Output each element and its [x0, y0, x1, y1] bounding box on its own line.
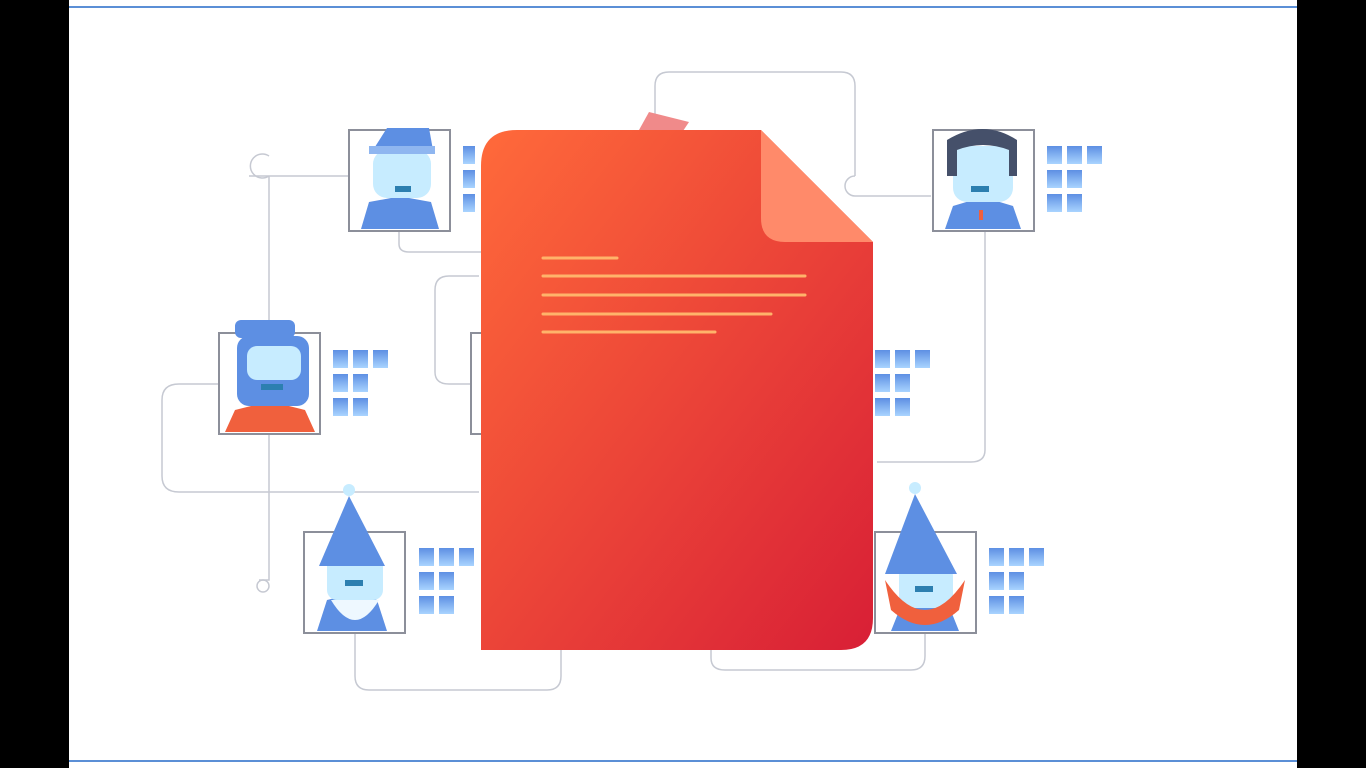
- left-letterbox: [0, 0, 69, 768]
- right-letterbox: [1297, 0, 1366, 768]
- paper-tab-icon: [639, 112, 689, 134]
- user-avatar-icon: [303, 484, 406, 634]
- grid-blocks-icon: [419, 548, 474, 614]
- illustration-canvas: [69, 0, 1297, 768]
- grid-blocks-icon: [875, 350, 930, 416]
- user-avatar-icon: [218, 320, 321, 435]
- grid-blocks-icon: [333, 350, 388, 416]
- user-avatar-icon: [348, 128, 451, 232]
- bottom-accent-line: [69, 760, 1297, 762]
- user-avatar-icon: [874, 482, 977, 634]
- grid-blocks-icon: [1047, 146, 1102, 212]
- grid-blocks-icon: [463, 146, 475, 212]
- document-icon: [481, 130, 873, 650]
- document-text-lines: [541, 256, 807, 334]
- network-illustration: [161, 71, 1102, 691]
- grid-blocks-icon: [989, 548, 1044, 614]
- user-avatar-icon: [932, 129, 1035, 232]
- top-accent-line: [69, 6, 1297, 8]
